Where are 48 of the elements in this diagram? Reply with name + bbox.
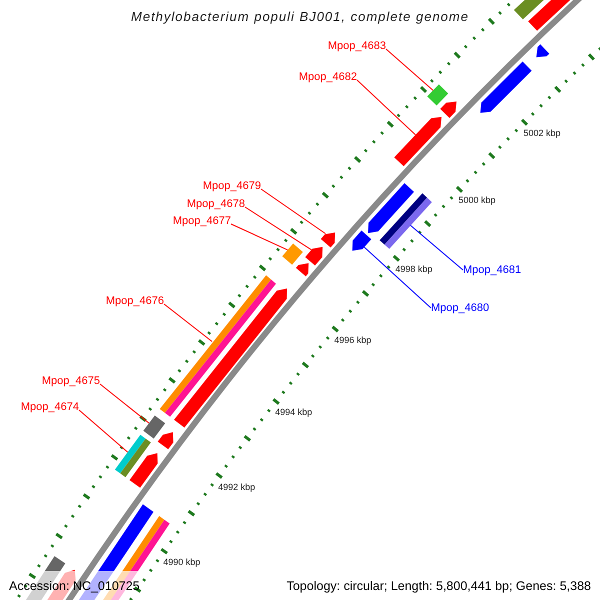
scale-label: 4996 kbp xyxy=(334,335,372,346)
gene-feature xyxy=(440,102,456,118)
gene-feature xyxy=(114,434,151,478)
gene-label: Mpop_4678 xyxy=(186,197,245,211)
diagram-title: Methylobacterium populi BJ001, complete genome xyxy=(130,9,470,25)
gene-label: Mpop_4679 xyxy=(202,179,261,193)
leader-line xyxy=(356,80,416,136)
gene-label: Mpop_4677 xyxy=(172,214,231,228)
gene-feature xyxy=(427,84,448,106)
leader-line xyxy=(78,410,128,453)
gene-label: Mpop_4680 xyxy=(431,301,490,315)
gene-label: Mpop_4674 xyxy=(20,400,79,414)
gene-label: Mpop_4676 xyxy=(106,294,164,308)
leader-line xyxy=(410,224,464,270)
gene-feature xyxy=(143,416,166,439)
gene-label: Mpop_4682 xyxy=(298,70,357,84)
gene-feature xyxy=(158,432,174,450)
scale-label: 4998 kbp xyxy=(395,264,432,276)
leader-line xyxy=(260,188,326,234)
leader-line xyxy=(100,384,150,424)
gene-label: Mpop_4683 xyxy=(328,39,386,53)
leader-line xyxy=(386,48,434,91)
scale-label: 5002 kbp xyxy=(524,128,561,140)
gene-feature xyxy=(305,246,323,266)
accession-text: Accession: NC_010725 xyxy=(9,578,140,595)
scale-label: 4994 kbp xyxy=(275,407,312,418)
scale-label: 5000 kbp xyxy=(458,195,496,206)
leader-line xyxy=(364,246,432,308)
scale-label: 4992 kbp xyxy=(218,482,256,493)
gene-feature xyxy=(380,193,432,249)
genome-info-text: Topology: circular; Length: 5,800,441 bp; Genes: 5,388 xyxy=(286,578,591,595)
gene-feature xyxy=(394,116,442,166)
gene-feature xyxy=(514,0,544,20)
gene-feature xyxy=(528,0,570,31)
leader-line xyxy=(230,224,288,250)
gene-label: Mpop_4681 xyxy=(463,263,522,277)
gene-feature xyxy=(130,453,158,488)
leader-line xyxy=(164,304,213,342)
gene-feature xyxy=(282,244,303,265)
gene-feature xyxy=(480,62,532,113)
scale-label: 4990 kbp xyxy=(163,557,200,568)
gene-feature xyxy=(536,44,550,58)
leader-line xyxy=(244,206,312,250)
gene-feature xyxy=(368,183,414,234)
gene-label: Mpop_4675 xyxy=(42,374,100,388)
gene-feature xyxy=(352,230,372,251)
gene-feature xyxy=(320,232,336,248)
gene-feature xyxy=(296,263,309,276)
